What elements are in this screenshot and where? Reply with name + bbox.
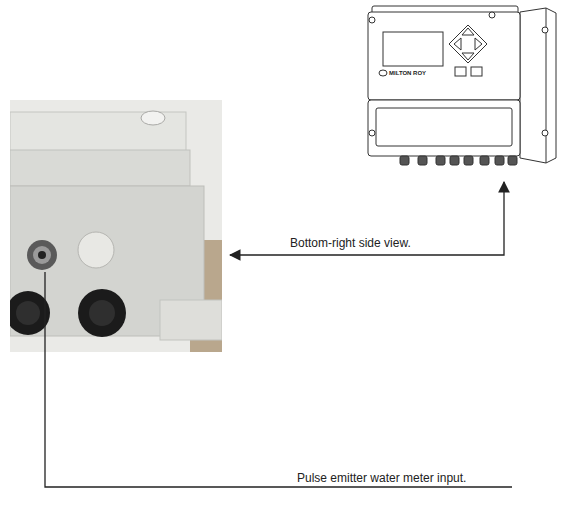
- cable-gland: [78, 289, 126, 337]
- blank-plug: [78, 232, 114, 268]
- enclosure-lid: [10, 112, 186, 152]
- gland: [495, 156, 504, 165]
- gland-nut: [89, 300, 115, 326]
- base-flange: [160, 300, 222, 340]
- view-caption: Bottom-right side view.: [290, 236, 411, 250]
- bnc-connector: [27, 240, 57, 270]
- screw: [542, 130, 548, 136]
- input-caption: Pulse emitter water meter input.: [297, 471, 466, 485]
- leader-line: [45, 272, 512, 487]
- gland: [418, 156, 427, 165]
- gland: [436, 156, 445, 165]
- lid-skirt: [10, 150, 190, 186]
- front-upper: [368, 12, 520, 100]
- front-lower: [368, 100, 520, 156]
- view-arrow: [230, 182, 504, 255]
- gland: [508, 156, 517, 165]
- logo-mark: [379, 70, 387, 76]
- key-button: [455, 67, 466, 76]
- closeup-photo: [10, 100, 222, 352]
- nav-keys: [454, 28, 482, 60]
- gland: [400, 156, 409, 165]
- cable-gland: [10, 291, 50, 335]
- screw: [369, 130, 375, 136]
- gland: [464, 156, 473, 165]
- key-button: [471, 67, 482, 76]
- screw: [369, 17, 375, 23]
- brand-logo: MILTON ROY: [389, 69, 426, 77]
- gland: [450, 156, 459, 165]
- side-panel: [520, 8, 556, 163]
- nav-ring: [449, 25, 487, 63]
- cable-glands: [400, 156, 517, 165]
- gland-nut: [16, 301, 40, 325]
- lower-cover: [376, 108, 512, 146]
- screw: [489, 12, 495, 18]
- controller-drawing: [368, 6, 556, 165]
- display-window: [383, 32, 443, 66]
- screw: [542, 27, 548, 33]
- bnc-ring: [33, 246, 51, 264]
- gland: [480, 156, 489, 165]
- lid-knob: [141, 111, 165, 125]
- bnc-pin: [38, 251, 46, 259]
